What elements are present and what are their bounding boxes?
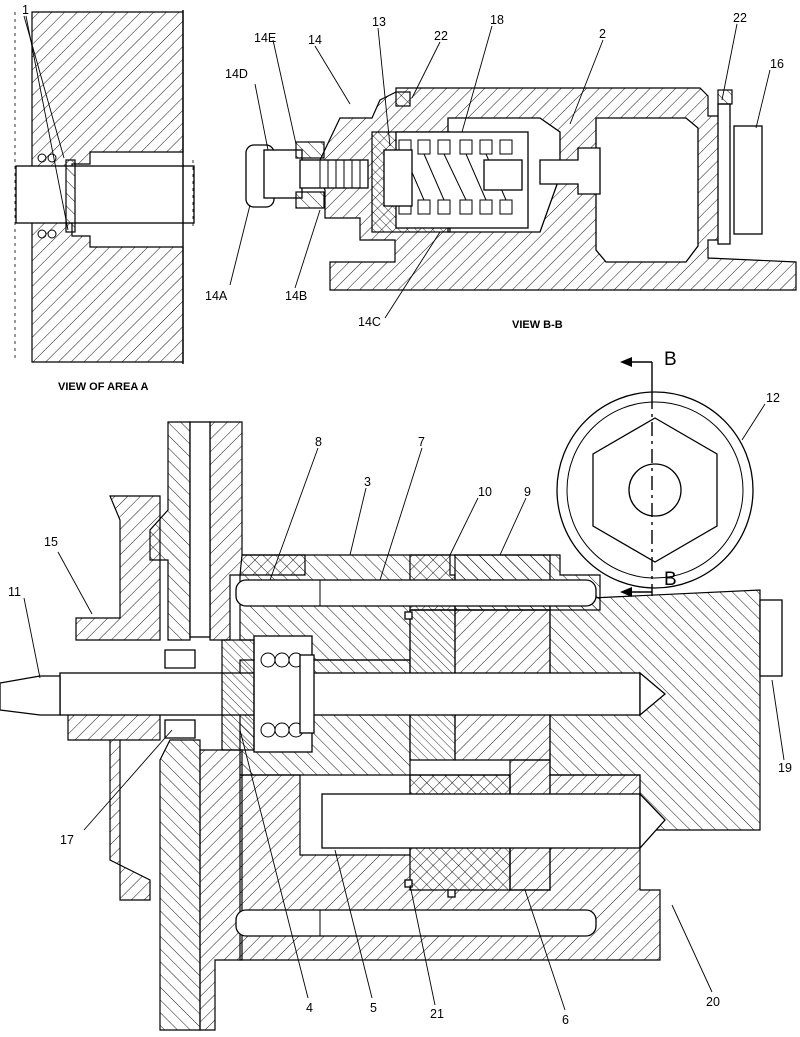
view-area-a: [14, 10, 195, 364]
callout-6: 6: [562, 1013, 569, 1027]
callout-14d: 14D: [225, 67, 248, 81]
callout-1: 1: [22, 3, 29, 17]
callout-14b: 14B: [285, 289, 307, 303]
view-section-bb: [245, 87, 797, 291]
callout-leaders-main: [23, 403, 785, 1011]
callout-11: 11: [8, 585, 21, 599]
callout-18: 18: [490, 13, 504, 27]
callout-3: 3: [364, 475, 371, 489]
callout-20: 20: [706, 995, 720, 1009]
callout-19: 19: [778, 761, 792, 775]
callout-14c: 14C: [358, 315, 381, 329]
callout-8: 8: [315, 435, 322, 449]
callout-7: 7: [418, 435, 425, 449]
callout-5: 5: [370, 1001, 377, 1015]
callout-21: 21: [430, 1007, 444, 1021]
callout-16: 16: [770, 57, 784, 71]
section-marker-bottom: B: [664, 569, 677, 590]
callout-12: 12: [766, 391, 780, 405]
main-section-view: [0, 357, 783, 1031]
view-bb-title: VIEW B-B: [512, 319, 563, 331]
callout-13: 13: [372, 15, 386, 29]
callout-22-right: 22: [733, 11, 747, 25]
callout-15: 15: [44, 535, 58, 549]
callout-2: 2: [599, 27, 606, 41]
callout-22-top: 22: [434, 29, 448, 43]
callout-4: 4: [306, 1001, 313, 1015]
view-area-a-title: VIEW OF AREA A: [58, 381, 149, 393]
callout-9: 9: [524, 485, 531, 499]
callout-leaders-bb: [229, 23, 771, 319]
callout-14a: 14A: [205, 289, 228, 303]
callout-10: 10: [478, 485, 492, 499]
section-marker-top: B: [664, 349, 677, 370]
callout-17: 17: [60, 833, 74, 847]
callout-14: 14: [308, 33, 322, 47]
callout-14e: 14E: [254, 31, 276, 45]
